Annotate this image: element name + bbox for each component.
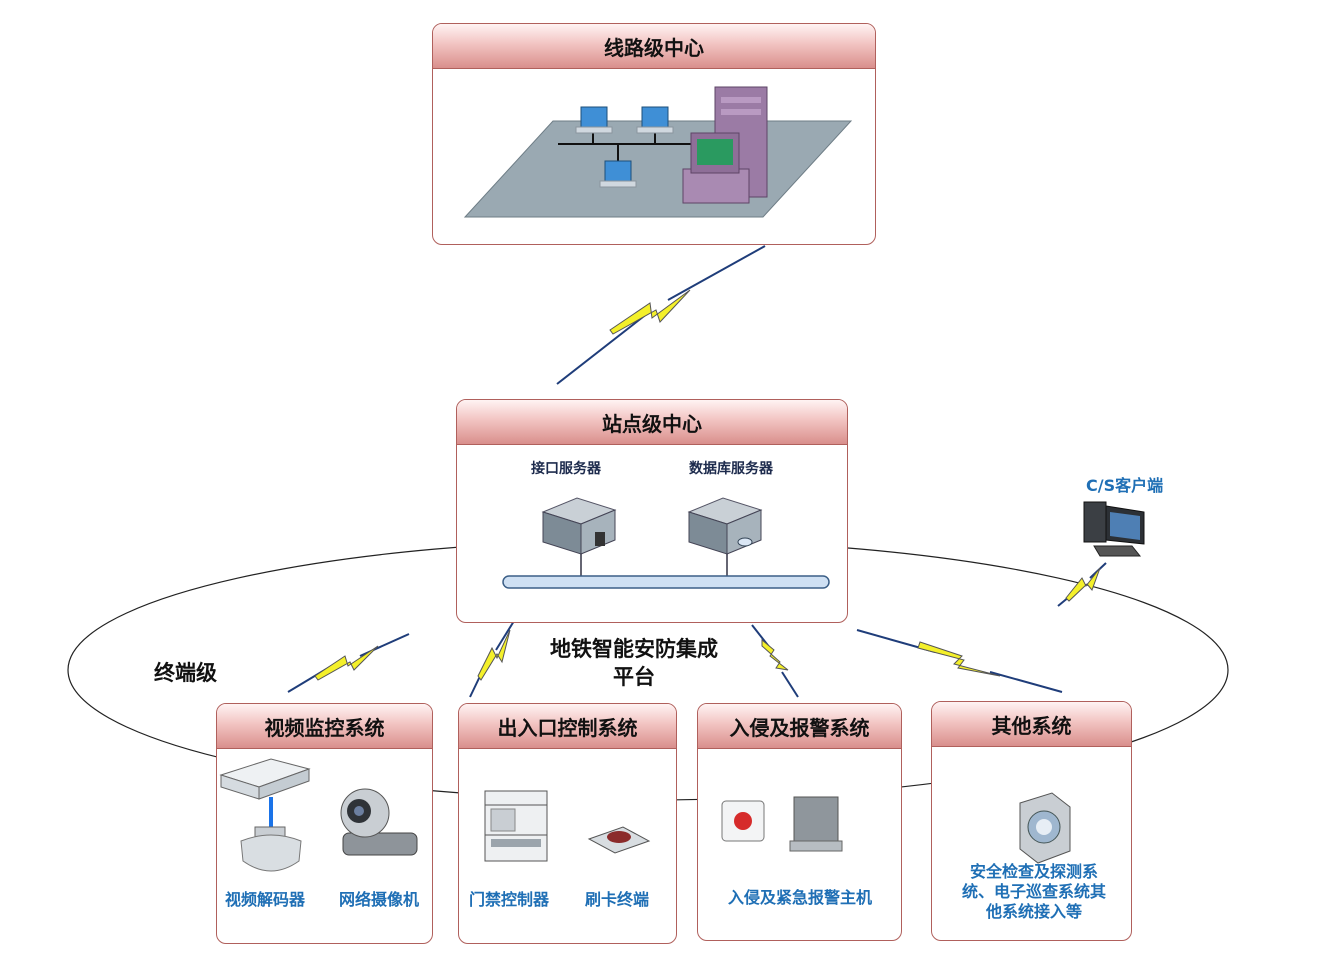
alarm-host-icon xyxy=(789,796,843,852)
interface-server-label: 接口服务器 xyxy=(531,461,601,477)
video-decoder-label: 视频解码器 xyxy=(225,890,306,909)
lightning-bolt-icon xyxy=(1065,567,1101,602)
other-systems-box: 其他系统 安全检查及探测系统、电子巡查系统其他系统接入等 xyxy=(931,701,1132,941)
access-control-illustration xyxy=(484,790,651,862)
link-line-intrusion xyxy=(751,624,799,698)
video-surveillance-box: 视频监控系统 视频解码器 网络摄像机 xyxy=(216,703,433,944)
link-line-other xyxy=(856,629,1063,693)
intrusion-alarm-illustration xyxy=(721,796,843,852)
security-scanner-icon xyxy=(1019,792,1071,864)
database-server-label: 数据库服务器 xyxy=(689,461,773,477)
network-floor-plate xyxy=(463,120,853,218)
platform-label-line2: 平台 xyxy=(613,665,655,689)
card-terminal-label: 刷卡终端 xyxy=(585,890,650,909)
lightning-bolt-icon xyxy=(761,638,789,671)
station-server-illustration xyxy=(502,497,830,589)
other-systems-title: 其他系统 xyxy=(932,702,1131,747)
dome-camera-icon xyxy=(240,826,302,872)
terminal-level-label: 终端级 xyxy=(154,661,217,685)
line-center-network-illustration xyxy=(463,86,853,218)
video-surveillance-title: 视频监控系统 xyxy=(217,704,432,749)
network-camera-icon xyxy=(340,788,418,856)
lightning-bolt-icon xyxy=(314,645,379,681)
access-control-title: 出入口控制系统 xyxy=(459,704,676,749)
line-center-title: 线路级中心 xyxy=(433,24,875,69)
workstation-icon xyxy=(599,160,637,188)
link-line-video xyxy=(287,633,410,693)
lightning-bolt-icon xyxy=(609,289,691,335)
link-line-center-station xyxy=(556,245,766,385)
intrusion-alarm-title: 入侵及报警系统 xyxy=(698,704,901,749)
intrusion-alarm-box: 入侵及报警系统 入侵及紧急报警主机 xyxy=(697,703,902,941)
workstation-icon xyxy=(636,106,674,134)
card-reader-icon xyxy=(587,826,651,854)
station-center-title: 站点级中心 xyxy=(457,400,847,445)
workstation-icon xyxy=(575,106,613,134)
link-line-access xyxy=(469,620,515,698)
access-control-box: 出入口控制系统 门禁控制器 刷卡终端 xyxy=(458,703,677,944)
station-center-box: 站点级中心 接口服务器 数据库服务器 xyxy=(456,399,848,623)
lightning-bolt-icon xyxy=(917,641,1001,677)
station-bus-bar xyxy=(502,575,830,589)
database-server-icon xyxy=(687,497,763,555)
emergency-button-icon xyxy=(721,800,765,842)
alarm-host-label: 入侵及紧急报警主机 xyxy=(727,888,873,907)
cs-client-label: C/S客户端 xyxy=(1086,476,1164,495)
door-controller-icon xyxy=(484,790,548,862)
lightning-bolt-icon xyxy=(477,629,511,681)
other-systems-description: 安全检查及探测系统、电子巡查系统其他系统接入等 xyxy=(961,862,1106,921)
video-decoder-icon xyxy=(219,758,311,800)
other-systems-illustration xyxy=(1019,792,1071,864)
interface-server-icon xyxy=(541,497,617,555)
network-camera-label: 网络摄像机 xyxy=(339,890,420,909)
server-tower-icon xyxy=(682,86,768,204)
platform-label-line1: 地铁智能安防集成 xyxy=(550,637,718,661)
line-center-box: 线路级中心 xyxy=(432,23,876,245)
link-line-client xyxy=(1057,562,1107,607)
video-surveillance-illustration xyxy=(219,758,418,872)
cs-client-icon xyxy=(1083,501,1145,557)
door-controller-label: 门禁控制器 xyxy=(469,890,550,909)
